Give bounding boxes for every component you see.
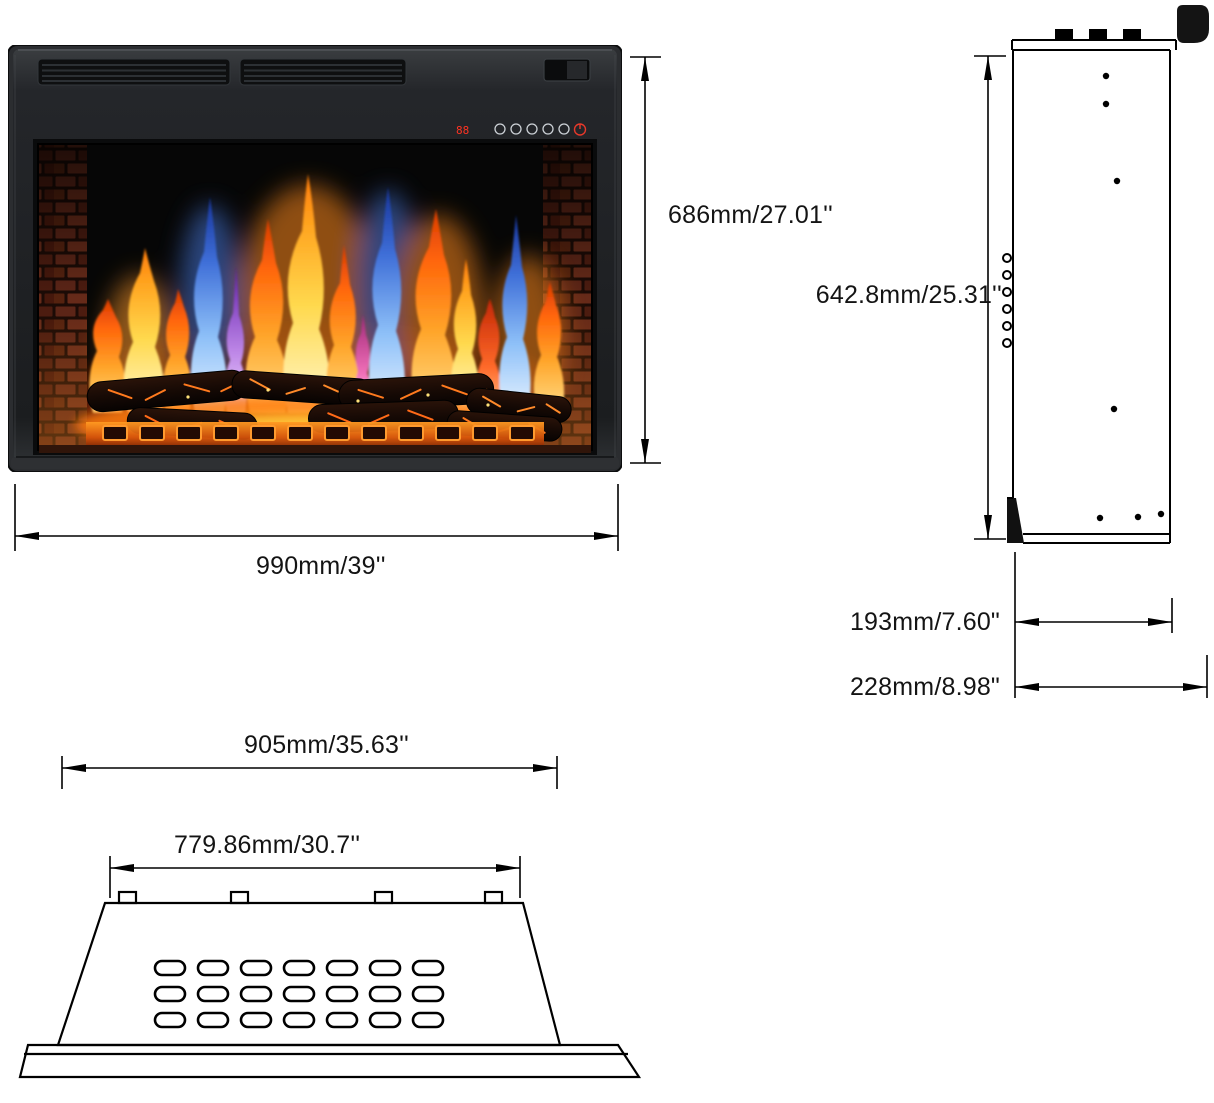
brightness-icon — [510, 123, 522, 135]
top-vent-slots — [153, 959, 445, 1029]
touch-control-panel: 88 — [456, 123, 587, 137]
front-flange-plate — [18, 1043, 642, 1079]
top-clips — [117, 890, 504, 905]
heat-high-icon — [558, 123, 570, 135]
firebox-interior — [39, 145, 591, 453]
timer-icon — [526, 123, 538, 135]
fireplace-photo: 88 — [7, 44, 623, 473]
front-height-dimension — [630, 56, 661, 464]
side-louver-holes — [1002, 253, 1012, 348]
temperature-display: 88 — [456, 124, 469, 137]
top-overall-width-label: 905mm/35.63'' — [244, 731, 410, 759]
side-height-label: 642.8mm/25.31'' — [815, 281, 1002, 309]
front-height-label: 686mm/27.01'' — [668, 201, 834, 229]
depth-overall-dimension — [1015, 655, 1208, 698]
depth-overall-label: 228mm/8.98" — [849, 673, 1000, 701]
top-vent-grille — [37, 58, 407, 86]
mounting-clip — [1089, 29, 1107, 41]
top-opening-width-dimension — [109, 856, 521, 898]
power-icon — [573, 123, 587, 136]
bottom-front-edge — [1007, 498, 1024, 543]
power-switch — [543, 58, 591, 82]
fireplace-side-view — [1002, 5, 1209, 544]
flame-mode-icon — [494, 123, 506, 135]
depth-body-dimension — [1014, 552, 1173, 698]
fireplace-top-view — [18, 890, 642, 1079]
mounting-clip — [1123, 29, 1141, 41]
fireplace-front-view: 88 — [7, 44, 623, 473]
depth-body-label: 193mm/7.60" — [849, 608, 1000, 636]
mounting-clip — [1055, 29, 1073, 41]
front-trim-flange — [1177, 5, 1209, 43]
screw-holes — [1096, 72, 1165, 522]
dimension-lines — [14, 55, 1208, 898]
top-opening-width-label: 779.86mm/30.7'' — [174, 831, 361, 859]
front-width-dimension — [14, 484, 619, 551]
top-overall-width-dimension — [61, 756, 558, 789]
front-width-label: 990mm/39'' — [256, 552, 386, 580]
heat-low-icon — [542, 123, 554, 135]
fuel-bed-grate — [39, 422, 591, 453]
side-height-dimension — [974, 55, 1006, 540]
